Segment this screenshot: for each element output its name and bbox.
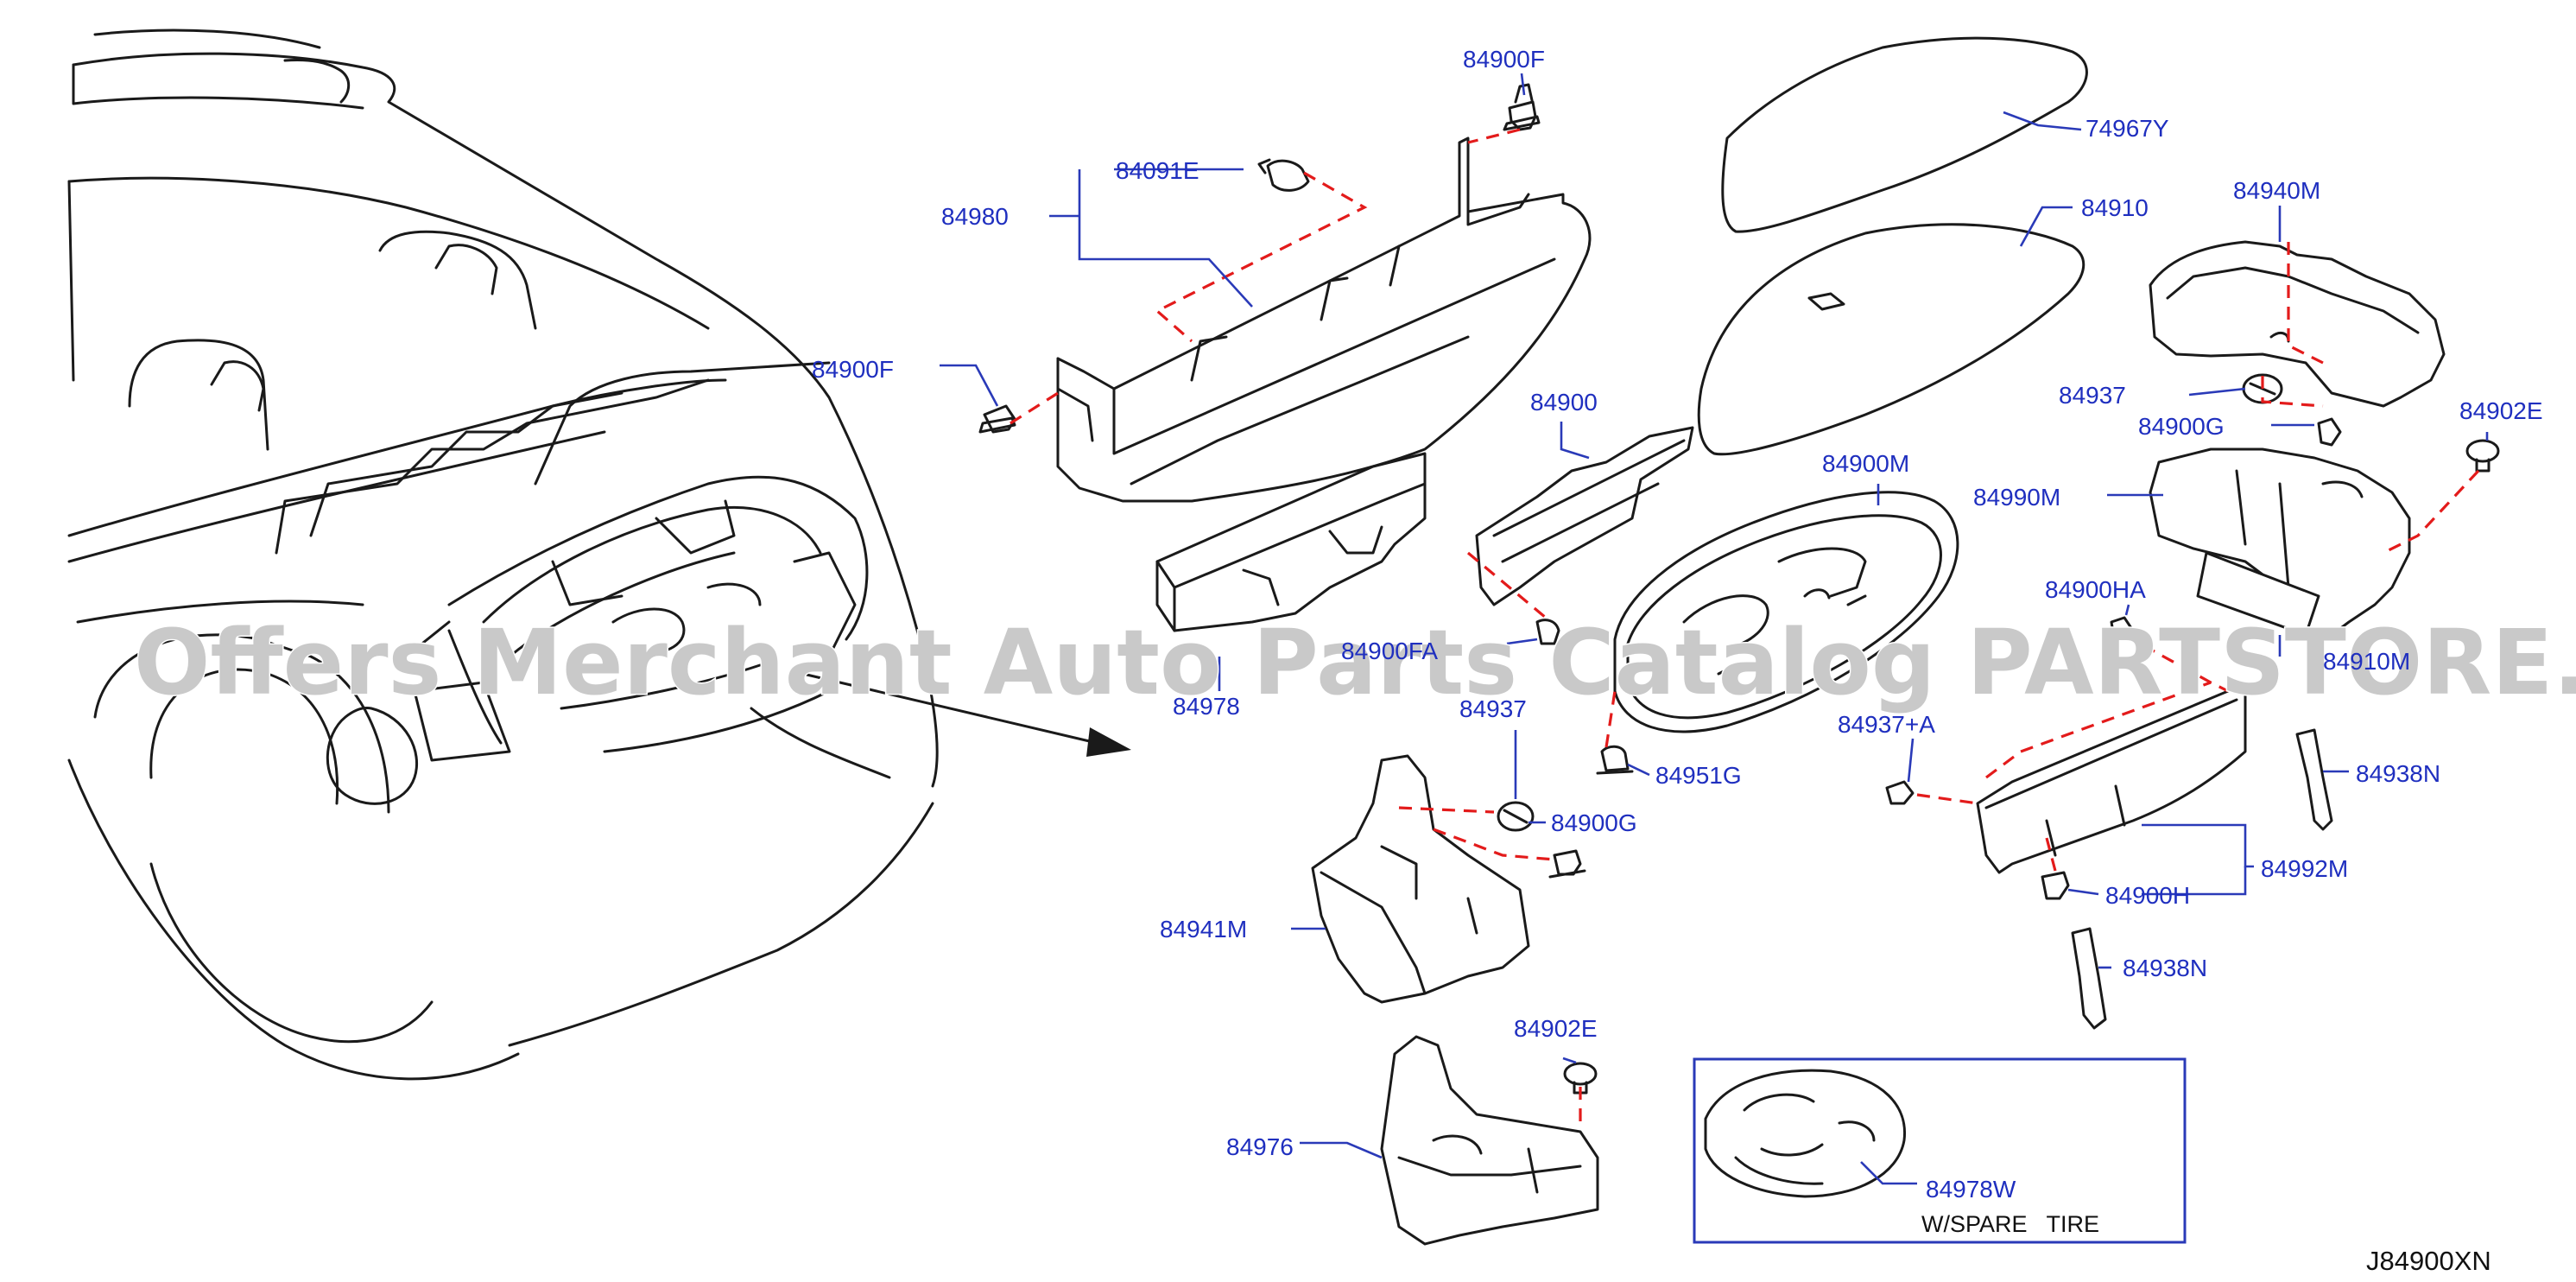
dashed-guides	[1010, 128, 2480, 1127]
part-74967Y-mat	[1721, 36, 2088, 233]
part-84980-trim-panel	[1056, 136, 1592, 503]
part-84941M-bracket	[1311, 754, 1530, 1004]
label-84980[interactable]: 84980	[941, 203, 1009, 230]
fastener-84902E-lower	[1563, 1062, 1598, 1095]
label-74967Y[interactable]: 74967Y	[2085, 115, 2169, 142]
clip-84900F-top	[1503, 83, 1541, 131]
location-arrow	[801, 672, 1131, 757]
fastener-84900H	[2041, 871, 2070, 900]
fastener-84902E-right	[2465, 439, 2500, 473]
label-84937-right[interactable]: 84937	[2059, 382, 2126, 409]
label-84900H[interactable]: 84900H	[2105, 882, 2190, 909]
fastener-84900HA	[2110, 616, 2135, 641]
part-84990M-liner	[2149, 447, 2411, 637]
part-84992M-panel	[1976, 681, 2247, 874]
label-84902E-right[interactable]: 84902E	[2459, 397, 2543, 424]
clip-84091E	[1257, 158, 1310, 192]
label-84900FA[interactable]: 84900FA	[1341, 638, 1438, 664]
vehicle-rear-view	[67, 29, 939, 1081]
fastener-84951G	[1596, 745, 1634, 775]
figure-code: J84900XN	[2366, 1246, 2491, 1276]
label-84951G[interactable]: 84951G	[1655, 762, 1742, 789]
label-84900F-left[interactable]: 84900F	[812, 356, 894, 383]
fastener-84937A	[1885, 780, 1915, 805]
part-84910-mat	[1697, 223, 2085, 456]
part-84910M-strip	[2196, 551, 2320, 637]
label-84941M[interactable]: 84941M	[1160, 916, 1247, 942]
label-84902E-lower[interactable]: 84902E	[1514, 1015, 1598, 1042]
label-84978[interactable]: 84978	[1173, 693, 1240, 720]
watermark-text: Offers Merchant Auto Parts Catalog PARTS…	[134, 610, 2576, 715]
label-84990M[interactable]: 84990M	[1973, 484, 2060, 511]
part-84978-bracket	[1155, 452, 1427, 632]
label-84937-center[interactable]: 84937	[1459, 695, 1527, 722]
part-84940M-panel	[2149, 240, 2446, 408]
part-84900M-oval-panel	[1613, 491, 1959, 733]
fastener-84937-center	[1497, 801, 1535, 832]
label-84091E[interactable]: 84091E	[1116, 157, 1199, 184]
label-84976[interactable]: 84976	[1226, 1133, 1294, 1160]
label-84938N-upper[interactable]: 84938N	[2356, 760, 2440, 787]
clip-84900F-left	[978, 404, 1016, 434]
fastener-84900G-right	[2317, 417, 2342, 447]
part-84900-panel	[1475, 426, 1694, 606]
label-84900G-right[interactable]: 84900G	[2138, 413, 2225, 440]
label-84910M[interactable]: 84910M	[2323, 648, 2410, 675]
label-84937A[interactable]: 84937+A	[1838, 711, 1935, 738]
label-84938N-lower[interactable]: 84938N	[2123, 955, 2207, 981]
label-84900F-top[interactable]: 84900F	[1463, 46, 1545, 73]
inset-note-spare-tire: W/SPARE TIRE	[1921, 1211, 2099, 1237]
fastener-84900FA	[1535, 619, 1560, 645]
label-84900M[interactable]: 84900M	[1822, 450, 1909, 477]
part-84938N-lower-trim	[2071, 927, 2107, 1030]
fastener-84900G-center	[1548, 849, 1586, 879]
inset-spare-tire-frame	[1693, 1057, 2187, 1244]
part-84938N-upper-trim	[2295, 728, 2333, 831]
label-84992M[interactable]: 84992M	[2261, 855, 2348, 882]
leader-lines	[940, 73, 2489, 1185]
label-84940M[interactable]: 84940M	[2233, 177, 2320, 204]
label-84910[interactable]: 84910	[2081, 194, 2149, 221]
part-84976-bracket	[1380, 1035, 1599, 1246]
label-84900G-center[interactable]: 84900G	[1551, 809, 1637, 836]
label-84978W[interactable]: 84978W	[1926, 1176, 2016, 1203]
label-84900[interactable]: 84900	[1530, 389, 1598, 416]
label-84900HA[interactable]: 84900HA	[2045, 576, 2146, 603]
